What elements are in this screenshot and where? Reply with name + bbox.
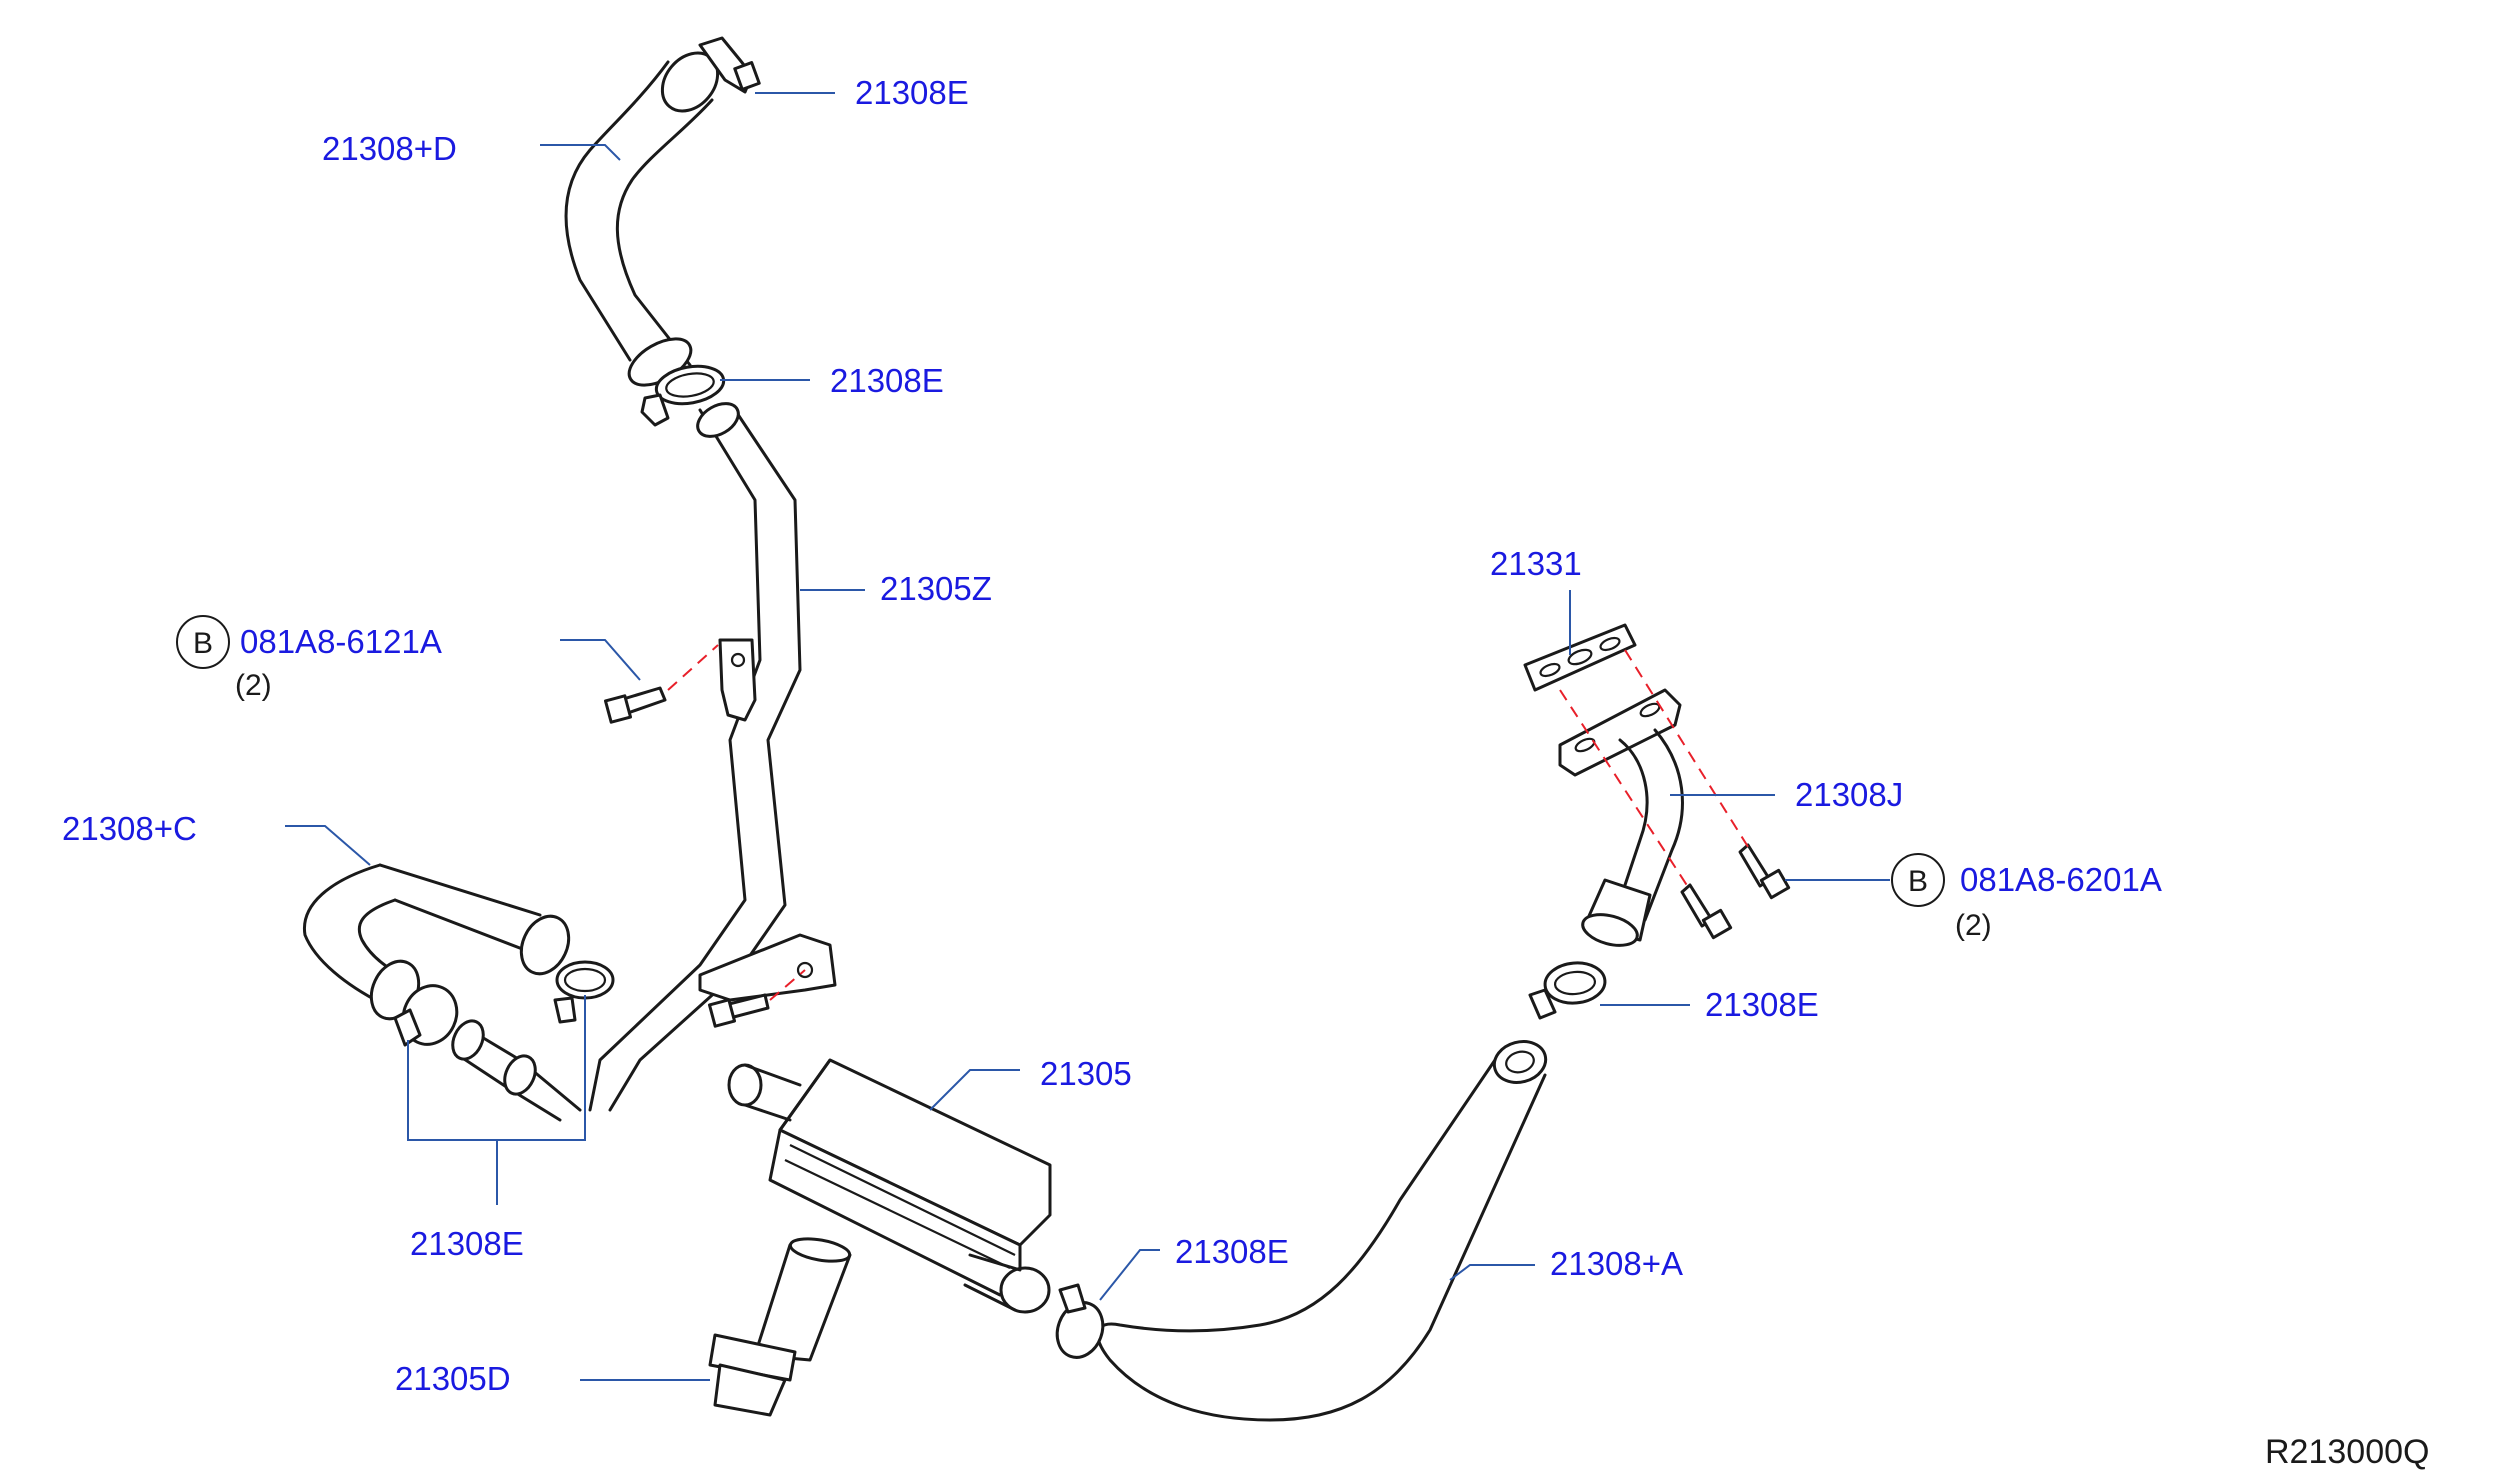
label-21308d: 21308+D (322, 130, 457, 167)
label-21305: 21305 (1040, 1055, 1132, 1092)
clamp-bottom-left-2 (553, 960, 615, 1024)
label-21308e-top: 21308E (855, 74, 969, 111)
bolt-upper-left (603, 686, 667, 724)
bolt-lower-left (707, 993, 770, 1028)
bolt-qty-left: (2) (235, 669, 272, 702)
part-21305 (727, 1058, 1052, 1314)
pipe-junction (451, 1019, 582, 1122)
label-21308e-right: 21308E (1705, 986, 1819, 1023)
label-21308e-bottom-left: 21308E (410, 1225, 524, 1262)
label-21308a: 21308+A (1550, 1245, 1683, 1282)
bolt-part-right: 081A8-6201A (1960, 861, 2162, 898)
pipe-21305z (588, 402, 837, 1112)
label-21308c: 21308+C (62, 810, 197, 847)
bolt-qty-right: (2) (1955, 909, 1992, 942)
clamp-right (1528, 961, 1607, 1020)
label-21305d: 21305D (395, 1360, 511, 1397)
label-21308e-mid: 21308E (1175, 1233, 1289, 1270)
leader-lines (285, 92, 1890, 1381)
diagram-code: R213000Q (2265, 1433, 2429, 1471)
gasket-21331 (1523, 623, 1637, 692)
hose-21308c (302, 863, 571, 1021)
circle-b-left: B (193, 627, 213, 660)
bolt-part-left: 081A8-6121A (240, 623, 442, 660)
bolt-callout-right: B 081A8-6201A (2) (1891, 853, 2162, 942)
label-21308j: 21308J (1795, 776, 1903, 813)
clamp-mid (1055, 1283, 1105, 1359)
pipe-21308j (1558, 688, 1684, 947)
part-21305d (708, 1237, 852, 1417)
label-21308e-upper: 21308E (830, 362, 944, 399)
circle-b-right: B (1908, 865, 1928, 898)
bolt-callout-left: B 081A8-6121A (2) (176, 615, 442, 702)
hose-21308a (1096, 1040, 1548, 1422)
clamp-bottom-left-1 (393, 984, 459, 1047)
hose-21308d (564, 51, 720, 387)
label-21305z: 21305Z (880, 570, 992, 607)
bolts-right (1680, 843, 1791, 940)
clamp-top (698, 36, 761, 94)
label-21331: 21331 (1490, 545, 1582, 582)
